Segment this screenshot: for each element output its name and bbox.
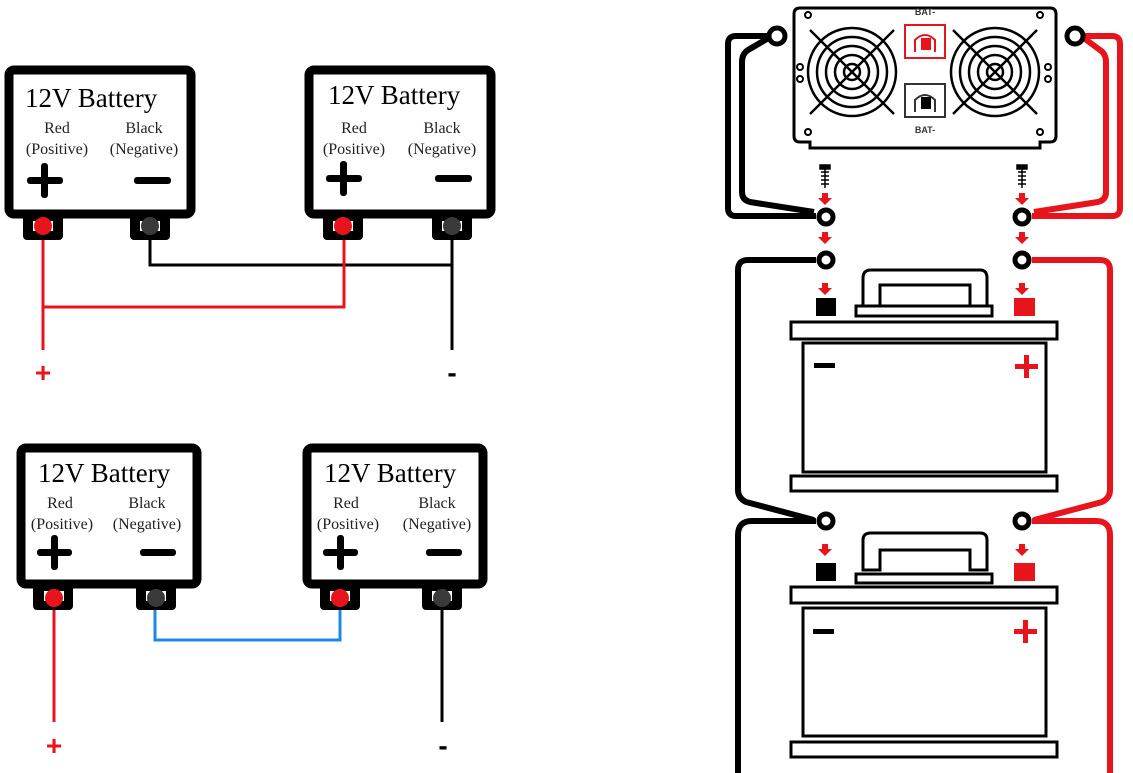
positive-post bbox=[1014, 298, 1035, 316]
negative-sublabel: (Negative) bbox=[408, 141, 476, 158]
negative-label: Black bbox=[128, 495, 165, 512]
battery-title: 12V Battery bbox=[328, 80, 461, 110]
battery-parallel-2: 12V Battery Red (Positive) Black (Negati… bbox=[304, 65, 496, 240]
positive-sublabel: (Positive) bbox=[26, 141, 88, 158]
positive-sublabel: (Positive) bbox=[323, 141, 385, 158]
parallel-diagram: 12V Battery Red (Positive) Black (Negati… bbox=[4, 65, 496, 388]
negative-post bbox=[816, 563, 836, 581]
negative-label: Black bbox=[423, 120, 460, 137]
battery-handle bbox=[861, 268, 989, 308]
positive-sublabel: (Positive) bbox=[31, 516, 93, 533]
inverter-negative-cable bbox=[725, 33, 816, 219]
screw-holes bbox=[796, 11, 1052, 136]
battery-title: 12V Battery bbox=[38, 458, 171, 488]
minus-icon bbox=[134, 177, 171, 184]
battery-title: 12V Battery bbox=[324, 458, 457, 488]
ring-lug-icon bbox=[766, 25, 788, 47]
battery-link-negative-cable bbox=[735, 257, 816, 773]
bolt-icon bbox=[1016, 164, 1028, 188]
negative-terminal bbox=[433, 589, 451, 607]
battery-series-2: 12V Battery Red (Positive) Black (Negati… bbox=[302, 443, 488, 610]
battery-series-1: 12V Battery Red (Positive) Black (Negati… bbox=[16, 443, 202, 610]
positive-label: Red bbox=[47, 495, 73, 512]
inverter-bottom-label: BAT- bbox=[915, 125, 935, 135]
positive-label: Red bbox=[333, 495, 359, 512]
fan-left-icon bbox=[806, 26, 898, 118]
battery-lower bbox=[789, 531, 1059, 759]
minus-icon bbox=[814, 363, 835, 368]
minus-icon bbox=[435, 175, 472, 182]
ring-lugs bbox=[816, 207, 1032, 531]
inverter: BAT- BAT- bbox=[792, 6, 1058, 150]
ring-lug-icon bbox=[1064, 25, 1086, 47]
fan-right-icon bbox=[949, 26, 1041, 118]
negative-terminal bbox=[147, 589, 165, 607]
battery-handle bbox=[861, 531, 989, 572]
positive-terminal bbox=[45, 589, 63, 607]
negative-sublabel: (Negative) bbox=[110, 141, 178, 158]
negative-sublabel: (Negative) bbox=[113, 516, 181, 533]
positive-label: Red bbox=[44, 120, 70, 137]
minus-icon bbox=[813, 629, 834, 634]
negative-label: Black bbox=[125, 120, 162, 137]
plus-icon bbox=[27, 163, 63, 198]
battery-link-positive-cable bbox=[1032, 257, 1113, 773]
series-output-positive: + bbox=[46, 730, 62, 761]
battery-upper bbox=[789, 268, 1059, 493]
plus-icon bbox=[1014, 620, 1037, 643]
parallel-negative-wire bbox=[148, 232, 454, 350]
series-diagram: 12V Battery Red (Positive) Black (Negati… bbox=[16, 443, 488, 761]
positive-sublabel: (Positive) bbox=[317, 516, 379, 533]
inverter-positive-cable bbox=[1032, 33, 1123, 219]
parallel-output-negative: - bbox=[447, 357, 456, 388]
bolt-icon bbox=[819, 164, 831, 188]
positive-label: Red bbox=[341, 120, 367, 137]
series-output-negative: - bbox=[438, 730, 447, 761]
positive-input-terminal bbox=[904, 24, 946, 59]
negative-terminal bbox=[141, 217, 159, 235]
negative-label: Black bbox=[418, 495, 455, 512]
plus-icon bbox=[1015, 355, 1038, 378]
minus-icon bbox=[140, 549, 176, 556]
inverter-top-label: BAT- bbox=[915, 7, 935, 17]
arrow-down-icons bbox=[818, 193, 1029, 556]
negative-input-terminal bbox=[904, 83, 946, 118]
negative-post bbox=[816, 298, 836, 316]
series-link-wire bbox=[153, 608, 342, 642]
positive-post bbox=[1014, 563, 1035, 581]
parallel-positive-wire bbox=[41, 228, 346, 350]
positive-terminal bbox=[34, 217, 52, 235]
battery-parallel-1: 12V Battery Red (Positive) Black (Negati… bbox=[4, 65, 196, 240]
negative-terminal bbox=[443, 217, 461, 235]
plus-icon bbox=[323, 535, 358, 570]
positive-terminal bbox=[331, 589, 349, 607]
battery-title: 12V Battery bbox=[25, 83, 158, 113]
positive-terminal bbox=[334, 217, 352, 235]
inverter-diagram: BAT- BAT- bbox=[725, 6, 1123, 773]
plus-icon bbox=[326, 161, 362, 196]
negative-sublabel: (Negative) bbox=[403, 516, 471, 533]
plus-icon bbox=[37, 535, 72, 570]
minus-icon bbox=[426, 549, 462, 556]
parallel-output-positive: + bbox=[35, 357, 51, 388]
